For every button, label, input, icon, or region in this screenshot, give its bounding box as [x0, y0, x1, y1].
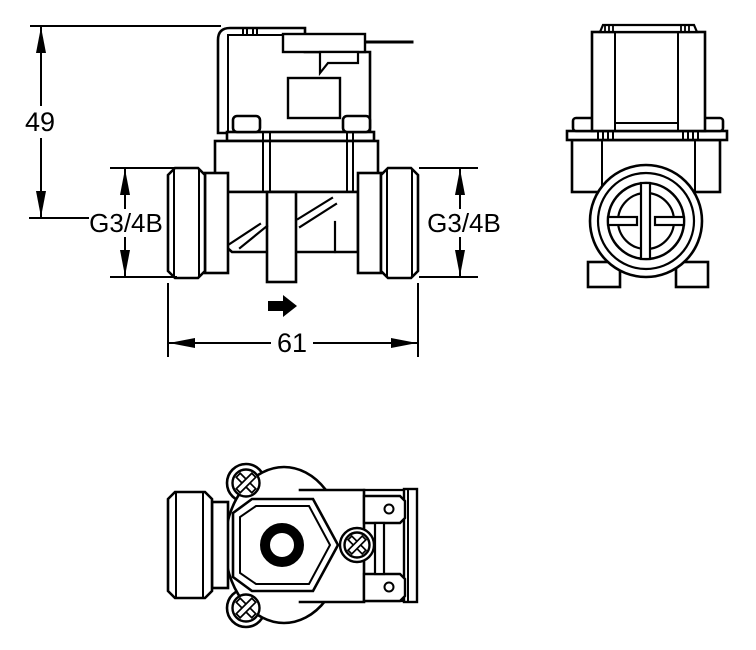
terminal-notch	[318, 50, 360, 77]
body-upper	[213, 139, 380, 194]
outlet-stem	[265, 190, 298, 284]
height-dim-label: 49	[25, 107, 55, 137]
mounting-plate-inner	[239, 505, 332, 585]
side-flange	[565, 129, 729, 142]
side-body-lines	[601, 139, 696, 193]
bottom-adapter	[210, 500, 230, 590]
dimension-thread-right	[419, 167, 478, 278]
port-divider	[639, 181, 652, 261]
side-coil-cap	[598, 23, 699, 34]
connector-rib	[373, 521, 386, 576]
ext-lines	[29, 25, 221, 219]
adapter-right	[356, 171, 383, 275]
side-view	[565, 23, 729, 289]
outlet-ring	[260, 523, 304, 567]
bottom-view	[166, 462, 419, 629]
dimension-labels: 49 G3/4B G3/4B 61	[24, 106, 502, 358]
arrowhead-down	[455, 250, 465, 276]
ext-lines	[419, 167, 478, 278]
foot-right	[674, 260, 710, 289]
arrowhead-down	[36, 191, 46, 217]
terminal-tab	[281, 32, 367, 54]
coil-tube-lines	[262, 131, 354, 193]
mount-bolt-left	[231, 114, 262, 134]
coil-label-plate	[286, 76, 342, 120]
side-coil	[590, 30, 707, 133]
arrowhead-left	[169, 338, 195, 348]
thread-label-left: G3/4B	[89, 208, 163, 238]
arrowhead-up	[36, 27, 46, 53]
thread-label-right: G3/4B	[427, 208, 501, 238]
adapter-left	[203, 171, 230, 275]
terminal-hole-top	[383, 503, 395, 515]
port-thread	[596, 171, 696, 271]
port-rib-left	[606, 215, 639, 227]
screw-right	[338, 526, 376, 564]
arrowhead-up	[455, 169, 465, 195]
ext-lines	[110, 167, 177, 278]
mount-bolt-right	[341, 114, 372, 134]
terminal-hole-bottom	[383, 581, 395, 593]
mounting-plate	[231, 497, 340, 593]
side-flange-ticks	[597, 130, 699, 141]
arrowhead-up	[120, 169, 130, 195]
union-nut-left	[166, 166, 207, 280]
side-cap-ticks	[604, 24, 690, 33]
coil-flange	[225, 130, 376, 143]
screw-top-left	[231, 468, 261, 498]
front-view	[166, 26, 420, 317]
arrowhead-right	[391, 338, 417, 348]
bottom-union-nut	[166, 490, 214, 600]
union-nut-right-facets	[386, 169, 413, 277]
screw-bottom-left	[231, 593, 261, 623]
side-coil-lines	[614, 31, 679, 132]
width-dim-label: 61	[277, 328, 307, 358]
arrowhead-down	[120, 250, 130, 276]
flow-direction-arrow	[268, 295, 297, 317]
bottom-nut-facets	[175, 493, 204, 597]
union-nut-right	[379, 166, 420, 280]
union-nut-left-facets	[173, 169, 200, 277]
port-rib-right	[653, 215, 686, 227]
